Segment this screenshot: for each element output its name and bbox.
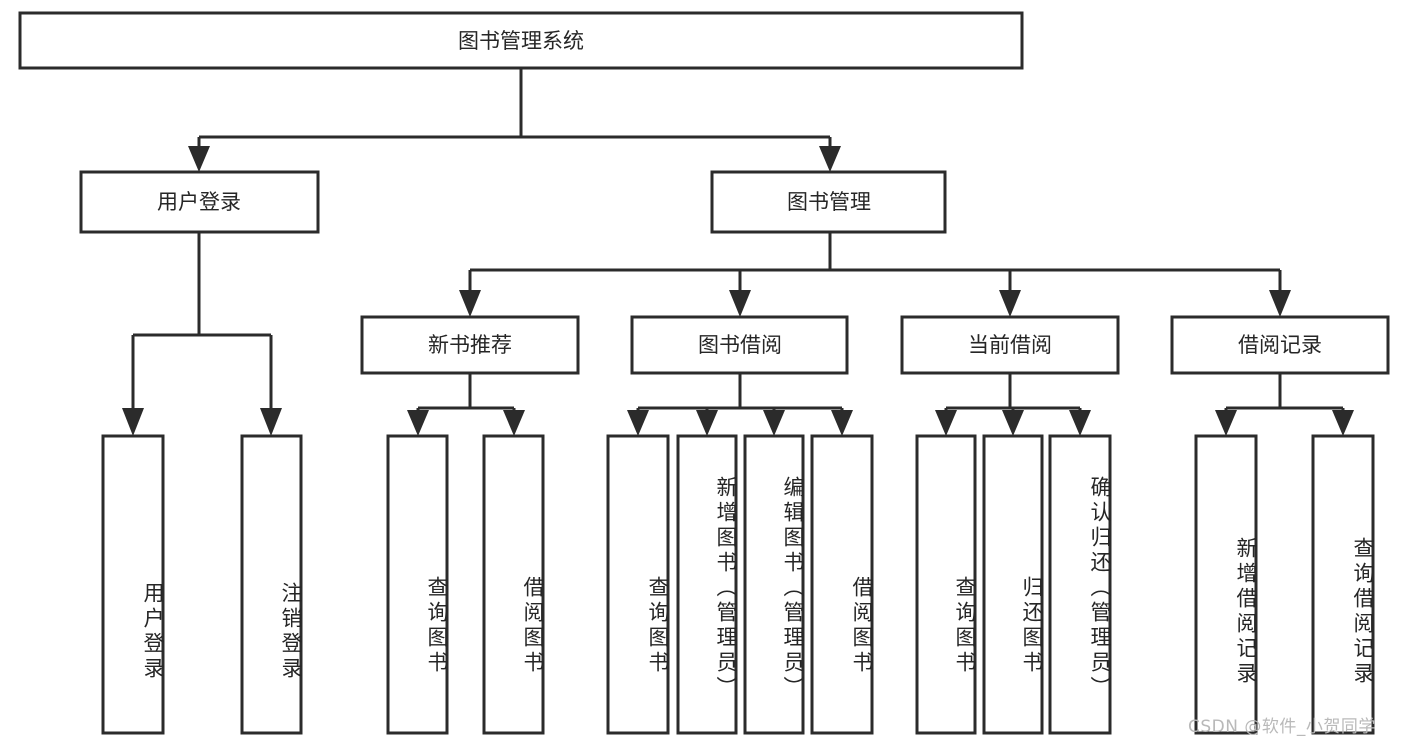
- arrowhead-new-book-recommend: [459, 290, 481, 317]
- node-leaf-user-login-rect[interactable]: [101, 434, 165, 735]
- node-layer: 图书管理系统 用户登录 图书管理 新书推荐 图书借阅 当前: [18, 11, 1390, 735]
- arrowhead-leaf-borrow-book-1: [503, 410, 525, 436]
- arrowhead-leaf-query-record: [1332, 410, 1354, 436]
- node-leaf-logout-rect[interactable]: [240, 434, 303, 735]
- node-book-management[interactable]: 图书管理: [710, 170, 947, 234]
- node-current-borrow[interactable]: 当前借阅: [900, 315, 1120, 375]
- node-new-book-recommend-label: 新书推荐: [428, 333, 512, 357]
- node-leaf-borrow-book-1-rect[interactable]: [482, 434, 545, 735]
- connector-layer: [122, 68, 1354, 436]
- node-user-login-label: 用户登录: [157, 190, 241, 214]
- node-leaf-add-book-rect[interactable]: [676, 434, 738, 735]
- arrowhead-leaf-query-book-3: [935, 410, 957, 436]
- node-leaf-confirm-return-rect[interactable]: [1048, 434, 1112, 735]
- node-borrow-record-rect[interactable]: [1170, 315, 1390, 375]
- arrowhead-leaf-user-login: [122, 408, 144, 436]
- node-leaf-borrow-book-2-rect[interactable]: [810, 434, 874, 735]
- node-book-borrow-rect[interactable]: [630, 315, 849, 375]
- arrowhead-leaf-query-book-2: [627, 410, 649, 436]
- node-current-borrow-label: 当前借阅: [968, 333, 1052, 357]
- node-leaf-query-book-1-rect[interactable]: [386, 434, 449, 735]
- node-leaf-add-record-rect[interactable]: [1194, 434, 1258, 735]
- arrowhead-borrow-record: [1269, 290, 1291, 317]
- node-borrow-record[interactable]: 借阅记录: [1170, 315, 1390, 375]
- node-book-management-rect[interactable]: [710, 170, 947, 234]
- node-root-rect[interactable]: [18, 11, 1024, 70]
- node-leaf-query-book-2-rect[interactable]: [606, 434, 670, 735]
- arrowhead-leaf-edit-book: [763, 410, 785, 436]
- arrowhead-leaf-return-book: [1002, 410, 1024, 436]
- arrowhead-leaf-add-record: [1215, 410, 1237, 436]
- arrowhead-book-borrow: [729, 290, 751, 317]
- node-borrow-record-label: 借阅记录: [1238, 333, 1322, 357]
- arrowhead-user-login: [188, 146, 210, 172]
- node-book-management-label: 图书管理: [787, 190, 871, 214]
- arrowhead-leaf-add-book: [696, 410, 718, 436]
- node-leaf-return-book-rect[interactable]: [982, 434, 1044, 735]
- node-leaf-query-record-rect[interactable]: [1311, 434, 1375, 735]
- arrowhead-current-borrow: [999, 290, 1021, 317]
- node-leaf-query-book-3-rect[interactable]: [915, 434, 977, 735]
- node-root-label: 图书管理系统: [458, 29, 584, 53]
- node-new-book-recommend-rect[interactable]: [360, 315, 580, 375]
- node-user-login-rect[interactable]: [79, 170, 320, 234]
- node-user-login[interactable]: 用户登录: [79, 170, 320, 234]
- arrowhead-leaf-borrow-book-2: [831, 410, 853, 436]
- arrowhead-leaf-logout: [260, 408, 282, 436]
- arrowhead-leaf-confirm-return: [1069, 410, 1091, 436]
- node-new-book-recommend[interactable]: 新书推荐: [360, 315, 580, 375]
- arrowhead-book-management: [819, 146, 841, 172]
- csdn-watermark: CSDN @软件_小贺同学: [1188, 717, 1376, 737]
- node-book-borrow-label: 图书借阅: [698, 333, 782, 357]
- node-root[interactable]: 图书管理系统: [18, 11, 1024, 70]
- arrowhead-leaf-query-book-1: [407, 410, 429, 436]
- node-leaf-edit-book-rect[interactable]: [743, 434, 805, 735]
- node-book-borrow[interactable]: 图书借阅: [630, 315, 849, 375]
- node-current-borrow-rect[interactable]: [900, 315, 1120, 375]
